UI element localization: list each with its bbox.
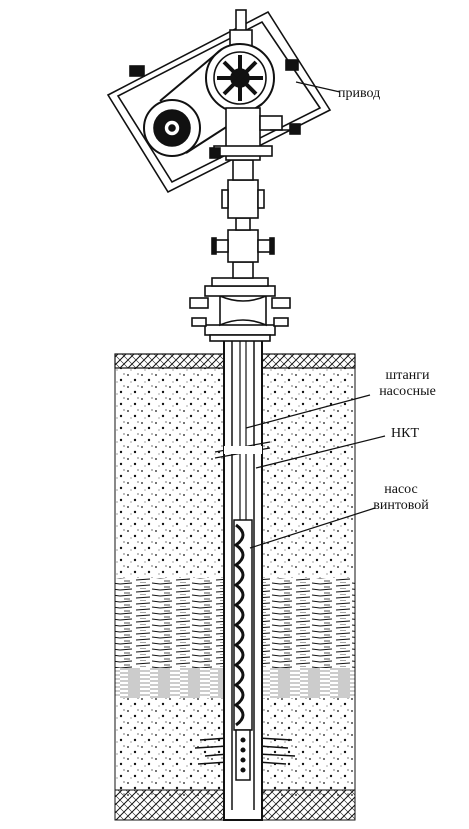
wellhead bbox=[189, 159, 291, 342]
label-screw-pump: насос винтовой bbox=[373, 482, 429, 513]
leader-lines bbox=[245, 81, 386, 549]
label-pump-rods: штанги насосные bbox=[379, 368, 436, 399]
label-tubing: НКТ bbox=[391, 426, 419, 441]
label-drive: привод bbox=[338, 86, 381, 101]
screw-pump bbox=[233, 519, 253, 781]
drive-unit bbox=[106, 9, 332, 194]
